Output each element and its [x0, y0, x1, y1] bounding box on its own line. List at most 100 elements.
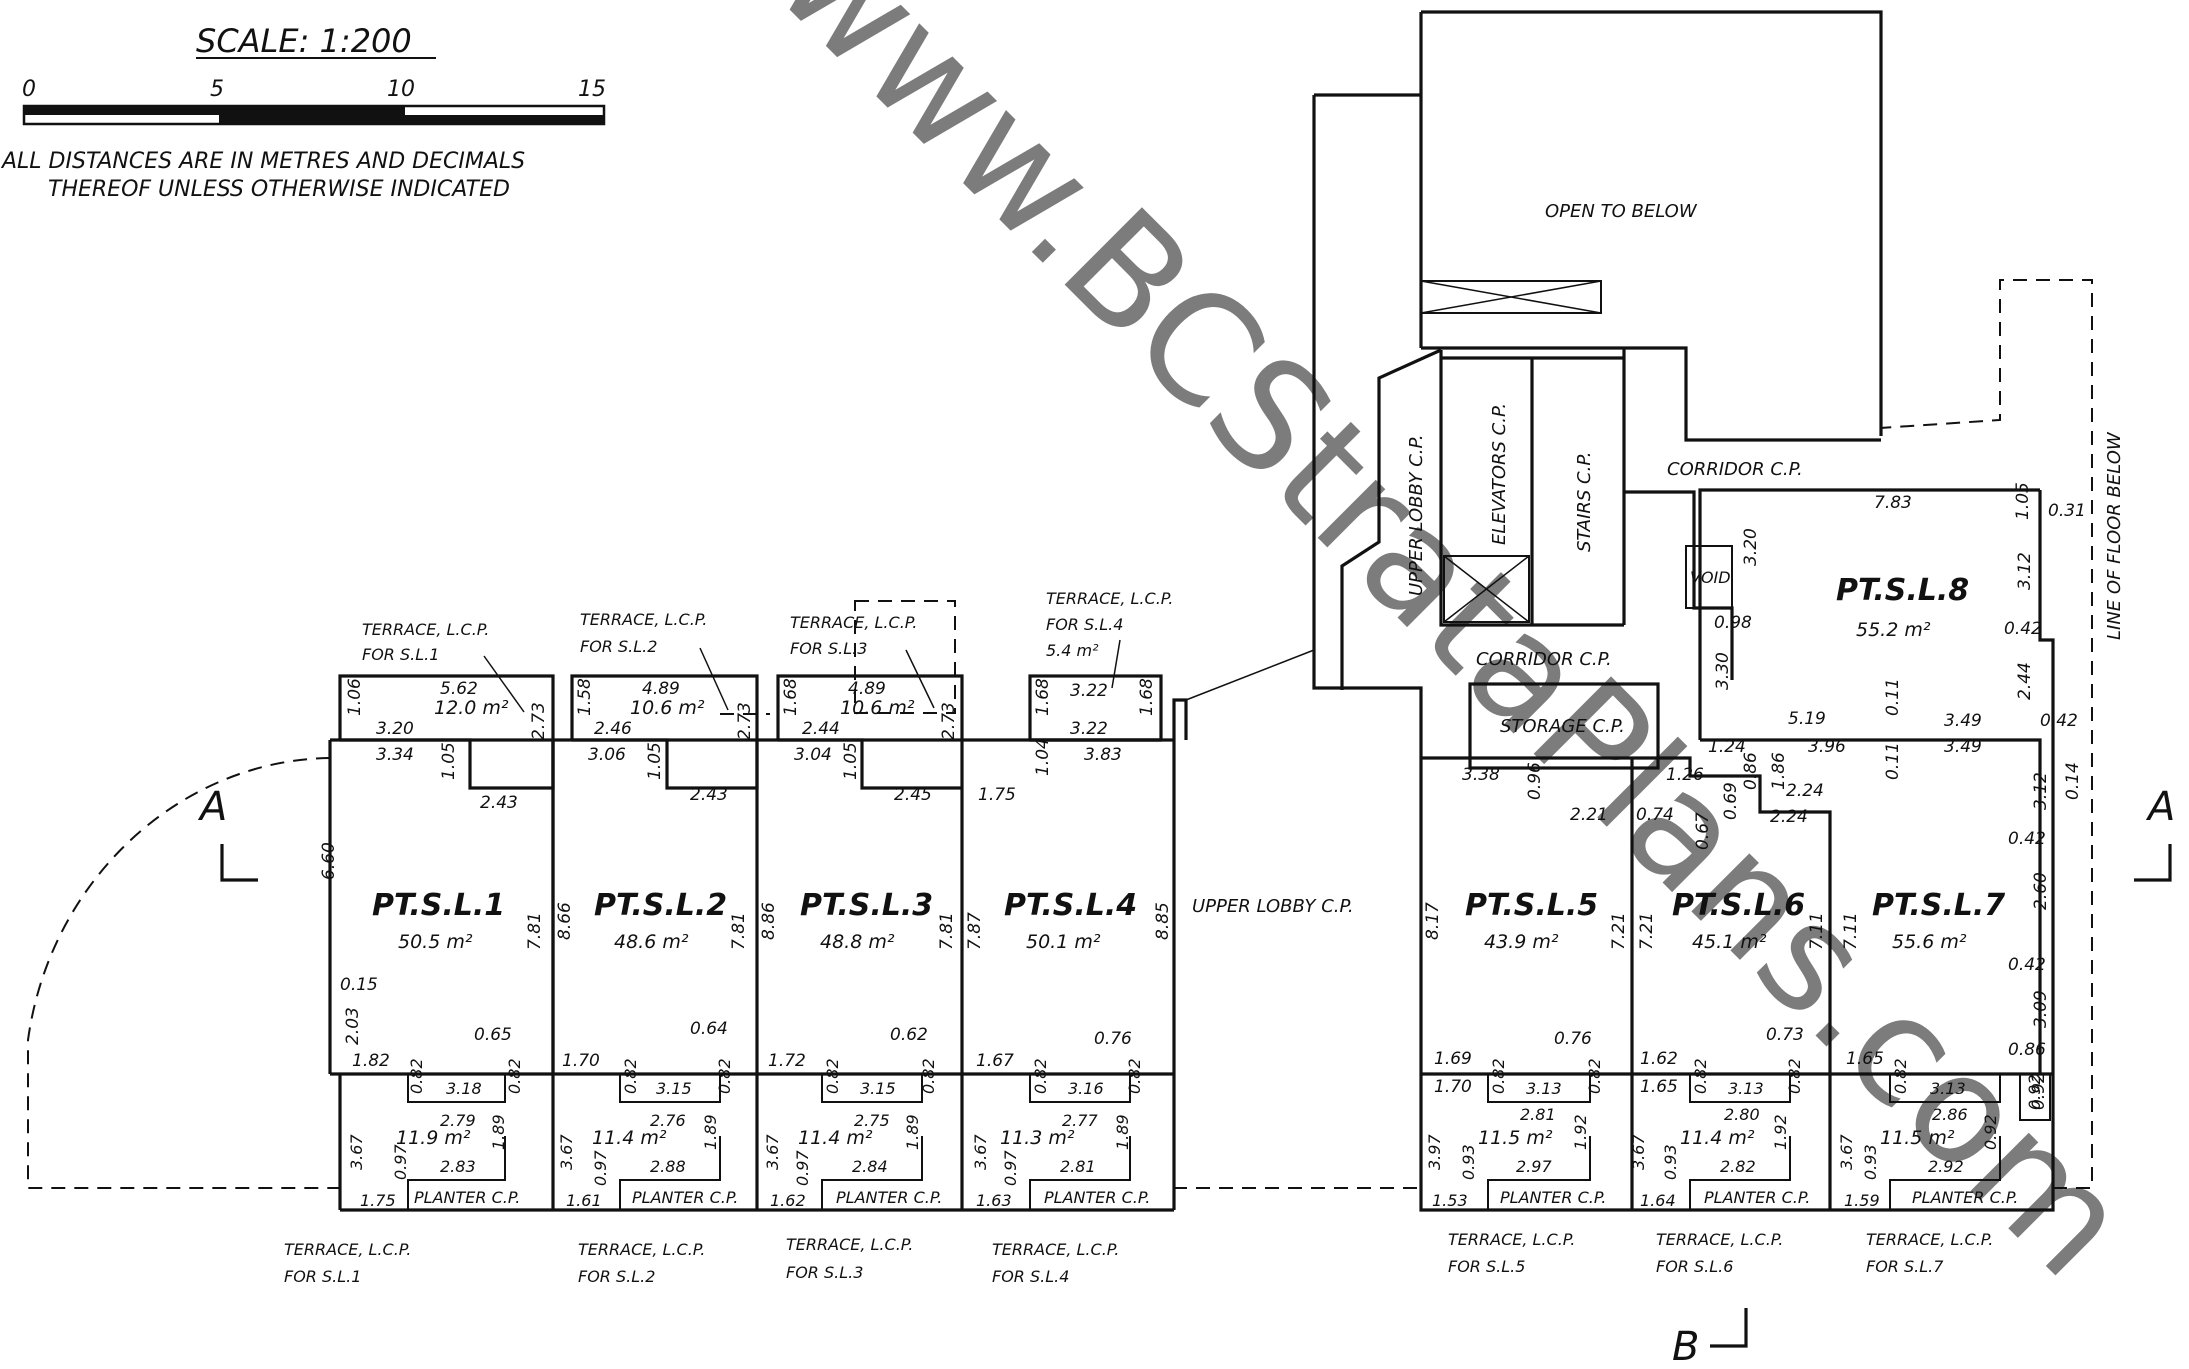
- dim: 2.46: [594, 719, 632, 739]
- upper-lobby-wall: [1340, 348, 1442, 690]
- dim: 0.73: [1766, 1025, 1804, 1045]
- dim: 2.03: [343, 1007, 363, 1045]
- bt4-step: [1029, 1074, 1131, 1103]
- bdim: 0.97: [1001, 1150, 1020, 1186]
- dim: 3.22: [1070, 719, 1108, 739]
- bt7-line2: FOR S.L.7: [1866, 1257, 1944, 1276]
- unit2-area: 48.6 m²: [614, 931, 689, 953]
- bt7-planter-label: PLANTER C.P.: [1912, 1188, 2018, 1207]
- dim: 3.06: [588, 745, 626, 765]
- bdim: 1.89: [489, 1114, 508, 1150]
- unit7-area: 55.6 m²: [1892, 931, 1967, 953]
- bdim: 1.53: [1432, 1191, 1468, 1210]
- unit4-area: 50.1 m²: [1026, 931, 1101, 953]
- floor-below-left-arc: [27, 757, 340, 1189]
- dim: 0.98: [1714, 613, 1752, 633]
- scale-bar-seg3: [405, 115, 604, 124]
- bdim: 0.92: [1981, 1114, 2000, 1150]
- terrace-dimensions: 0.82 3.18 0.82 2.79 1.89 3.67 0.97 2.83 …: [347, 1058, 2044, 1210]
- bdim: 0.82: [1489, 1058, 1508, 1094]
- bt3-area: 11.4 m²: [798, 1127, 873, 1149]
- bdim: 1.89: [701, 1114, 720, 1150]
- bdim: 3.67: [763, 1134, 782, 1170]
- bdim: 2.83: [440, 1157, 476, 1176]
- dim: 1.05: [645, 742, 665, 780]
- dim: 0.42: [2040, 711, 2078, 731]
- bdim: 0.92: [2025, 1074, 2044, 1110]
- dim: 3.38: [1462, 765, 1500, 785]
- scale-note-line2: THEREOF UNLESS OTHERWISE INDICATED: [48, 177, 510, 202]
- dim: 1.68: [1033, 678, 1053, 716]
- unit8-name: PT.S.L.8: [1836, 573, 1969, 608]
- bdim: 1.59: [1844, 1191, 1880, 1210]
- bt5-planter: [1487, 1136, 1591, 1210]
- unit1-name: PT.S.L.1: [372, 888, 505, 923]
- tt3-line2: FOR S.L.3: [790, 639, 867, 658]
- unit6-area: 45.1 m²: [1692, 931, 1767, 953]
- units-right: [1419, 488, 2055, 1212]
- dim: 5.19: [1788, 709, 1826, 729]
- dim: 4.89: [848, 679, 886, 699]
- bt6-line2: FOR S.L.6: [1656, 1257, 1733, 1276]
- section-a-left-mark: [220, 844, 258, 882]
- dim: 1.70: [1434, 1077, 1472, 1097]
- bdim: 0.82: [1585, 1058, 1604, 1094]
- section-a-right-label: A: [2145, 784, 2175, 830]
- dim: 1.58: [575, 678, 595, 716]
- dim: 3.34: [376, 745, 414, 765]
- dim: 1.05: [2013, 482, 2033, 520]
- dim: 3.22: [1070, 681, 1108, 701]
- bt7-post: [2019, 1073, 2051, 1121]
- terrace1-top-outline: [338, 674, 555, 740]
- watermark: www.BCStrataPlans.com: [745, 0, 2162, 1310]
- dim: 0.42: [2004, 619, 2042, 639]
- unit3-area: 48.8 m²: [820, 931, 895, 953]
- core-top-right-wall: [1421, 10, 1883, 436]
- dim: 1.05: [439, 742, 459, 780]
- bdim: 2.81: [1060, 1157, 1096, 1176]
- bdim: 2.79: [440, 1111, 476, 1130]
- bt6-planter-label: PLANTER C.P.: [1704, 1188, 1810, 1207]
- bdim: 2.88: [650, 1157, 686, 1176]
- dim: 0.92: [2029, 1072, 2049, 1110]
- dim: 1.75: [978, 785, 1016, 805]
- bdim: 3.16: [1068, 1079, 1104, 1098]
- section-markers: A A B: [197, 784, 2175, 1369]
- right-block-outline: [1419, 758, 2055, 1212]
- bt2-line1: TERRACE, L.C.P.: [578, 1240, 705, 1259]
- tt3-leader: [905, 649, 935, 709]
- bdim: 3.15: [860, 1079, 896, 1098]
- bt1-line1: TERRACE, L.C.P.: [284, 1240, 411, 1259]
- bdim: 0.82: [505, 1058, 524, 1094]
- dim: 1.24: [1708, 737, 1746, 757]
- tt2-leader: [699, 647, 729, 711]
- dim: 3.49: [1944, 711, 1982, 731]
- dim: 2.43: [690, 785, 728, 805]
- bt6-step: [1689, 1074, 1791, 1103]
- bdim: 2.97: [1516, 1157, 1552, 1176]
- bdim: 0.82: [1031, 1058, 1050, 1094]
- dim: 0.74: [1636, 805, 1674, 825]
- dim: 0.86: [2008, 1040, 2046, 1060]
- section-a-right-mark: [2134, 844, 2172, 882]
- bottom-terrace-labels: 11.9 m² PLANTER C.P. TERRACE, L.C.P. FOR…: [284, 1127, 2018, 1286]
- tt1-line2: FOR S.L.1: [362, 645, 439, 664]
- dim: 8.17: [1423, 902, 1443, 940]
- dim: 0.42: [2008, 829, 2046, 849]
- bdim: 0.93: [1861, 1144, 1880, 1180]
- bdim: 0.82: [715, 1058, 734, 1094]
- dim: 0.65: [474, 1025, 512, 1045]
- dim: 3.04: [794, 745, 832, 765]
- dim: 3.12: [2031, 772, 2051, 810]
- unit4-name: PT.S.L.4: [1004, 888, 1137, 923]
- dim: 3.12: [2015, 552, 2035, 590]
- upper-lobby-label: UPPER LOBBY C.P.: [1192, 896, 1354, 917]
- dim: 7.21: [1637, 912, 1657, 950]
- storage-label: STORAGE C.P.: [1500, 716, 1625, 737]
- bdim: 3.67: [347, 1134, 366, 1170]
- dim: 2.73: [529, 702, 549, 740]
- section-b-mark: [1710, 1308, 1748, 1348]
- unit8-area: 55.2 m²: [1856, 619, 1931, 641]
- dim: 7.11: [1841, 912, 1861, 950]
- bdim: 0.93: [1661, 1144, 1680, 1180]
